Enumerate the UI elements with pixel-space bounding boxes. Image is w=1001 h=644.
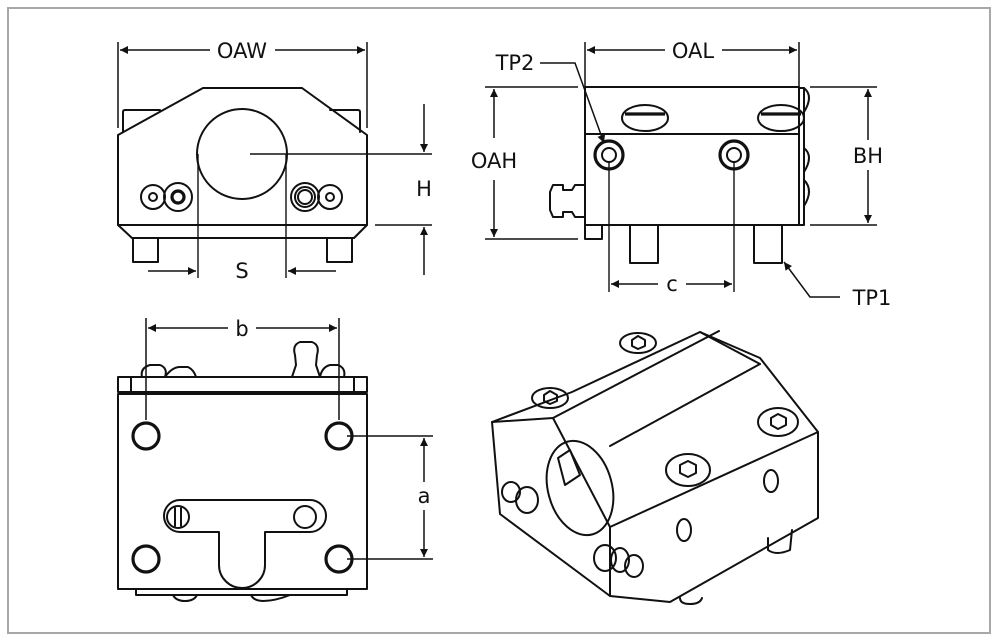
fitting-icon	[624, 554, 644, 578]
iso-pin	[767, 529, 793, 554]
t-slot	[163, 499, 327, 589]
hex-socket	[543, 390, 558, 405]
bottom-base-strip	[135, 588, 348, 596]
fitting-icon	[515, 486, 539, 514]
b-label: b	[235, 317, 248, 341]
side-plate	[798, 87, 805, 226]
iso-front-face-edge	[491, 417, 611, 597]
rail-left	[122, 109, 161, 133]
h-label: H	[416, 177, 432, 201]
hex-socket	[679, 460, 697, 478]
bottom-view: b a	[117, 317, 433, 602]
pin-left	[132, 237, 159, 263]
side-body-outline	[584, 86, 800, 226]
pin-right	[753, 224, 783, 264]
side-bump	[803, 179, 810, 207]
bottom-bump	[172, 594, 198, 602]
tp1-leader	[783, 261, 840, 298]
oaw-label: OAW	[217, 39, 267, 63]
socket-screw-icon	[531, 387, 569, 409]
socket-screw-icon	[665, 453, 711, 487]
bottom-bump	[250, 594, 291, 602]
side-bump	[803, 87, 810, 113]
screw-head	[319, 364, 346, 378]
fitting-icon	[140, 184, 166, 210]
iso-side-edge	[609, 431, 819, 528]
fitting-icon	[610, 547, 630, 573]
screw-head	[140, 364, 167, 378]
tp1-label: TP1	[852, 286, 892, 310]
side-bump	[803, 147, 810, 173]
tp2-hole-inner	[601, 147, 617, 163]
grease-nipple-icon	[291, 341, 321, 378]
iso-chamfer-edge	[609, 363, 761, 447]
oah-label: OAH	[471, 149, 517, 173]
iso-bore-key	[557, 449, 581, 486]
fitting-icon	[163, 182, 193, 212]
hole-inner	[726, 147, 742, 163]
a-label: a	[418, 484, 431, 508]
fitting-icon	[501, 481, 521, 503]
bottom-body-outline	[117, 393, 368, 590]
hole-icon	[293, 505, 317, 529]
fitting-hole	[325, 192, 335, 202]
c-label: c	[666, 272, 678, 296]
fitting-hole	[297, 189, 313, 205]
fitting-hole	[170, 189, 186, 205]
fitting-icon	[317, 184, 343, 210]
hex-socket	[631, 335, 646, 350]
bottom-top-strip	[117, 376, 368, 393]
pin-left	[629, 224, 659, 264]
tp2-label: TP2	[495, 51, 535, 75]
iso-top-ridge	[552, 330, 720, 419]
screw-head	[164, 366, 197, 378]
iso-body-outline	[491, 331, 819, 603]
tp2-leader	[540, 62, 606, 144]
socket-screw-icon	[757, 407, 799, 437]
bh-label: BH	[853, 144, 883, 168]
front-view: OAW S H	[117, 39, 432, 283]
rail-right	[329, 109, 361, 133]
mounting-hole-icon	[131, 421, 161, 451]
isometric-view	[491, 330, 819, 605]
side-hole-icon	[676, 518, 692, 542]
slot-screw-icon	[166, 505, 190, 529]
iso-bore	[545, 439, 615, 537]
mounting-hole-icon	[131, 544, 161, 574]
socket-screw-icon	[619, 332, 657, 354]
pin-right	[326, 237, 353, 263]
oal-label: OAL	[672, 39, 715, 63]
side-view: OAL c OAH	[471, 39, 892, 310]
fitting-ring	[294, 186, 316, 208]
side-hole-icon	[763, 469, 779, 493]
fitting-hole	[148, 192, 158, 202]
slot-screw-icon	[621, 104, 669, 132]
hex-socket	[770, 413, 787, 430]
grease-nipple-icon	[549, 184, 586, 218]
side-step	[584, 224, 603, 240]
iso-rail-edge	[699, 331, 761, 365]
iso-pin	[679, 597, 703, 605]
s-label: S	[235, 259, 248, 283]
grease-nipple-icon	[593, 544, 617, 572]
slot-screw-icon	[757, 104, 805, 132]
